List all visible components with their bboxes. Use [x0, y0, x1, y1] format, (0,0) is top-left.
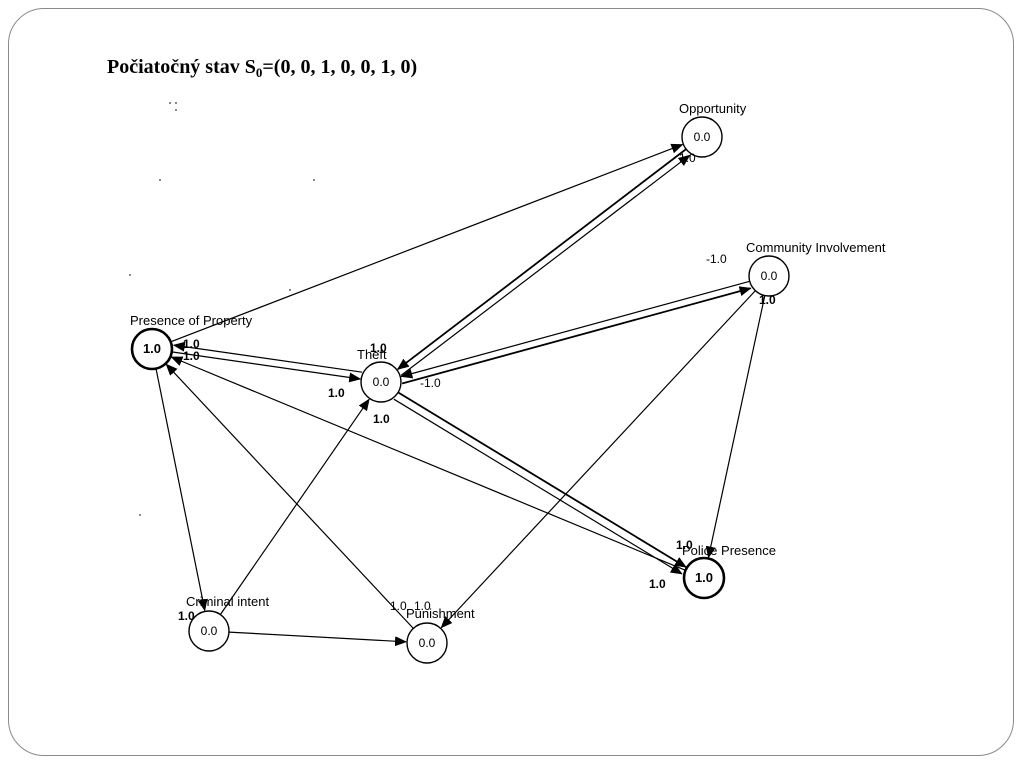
- edge-weight-label: 1.0: [679, 151, 696, 165]
- node-label: Presence of Property: [130, 313, 253, 328]
- edge-theft-to-property: [172, 341, 363, 373]
- title-prefix: Počiatočný stav S: [107, 56, 256, 78]
- scan-speck: [169, 102, 171, 104]
- node-circle: [130, 327, 174, 371]
- node-label: Punishment: [406, 606, 475, 621]
- node-value: 0.0: [761, 269, 778, 283]
- edge-weight-label: -1.0: [420, 376, 441, 390]
- edge-weight-label: -1.0: [706, 252, 727, 266]
- edge-intent-to-theft: [219, 398, 370, 615]
- node-property[interactable]: 1.0 Presence of Property: [130, 313, 253, 371]
- edge-weight-label: 1.0: [759, 293, 776, 307]
- edge-punishment-to-property: [165, 363, 414, 629]
- title-suffix: =(0, 0, 1, 0, 0, 1, 0): [262, 56, 418, 78]
- edges-layer: [155, 143, 766, 647]
- scan-speck: [129, 274, 131, 276]
- edge-weight-label: 1.0: [183, 337, 200, 351]
- node-theft[interactable]: 0.0 Theft: [357, 347, 402, 403]
- node-punishment[interactable]: 0.0 Punishment: [406, 606, 475, 664]
- node-label: Theft: [357, 347, 387, 362]
- edge-weight-label: 1.0: [178, 609, 195, 623]
- node-circle: [360, 361, 402, 403]
- slide-frame: [8, 8, 1014, 756]
- edge-weight-label: 1.0: [390, 599, 407, 613]
- node-community[interactable]: 0.0 Community Involvement: [746, 240, 886, 297]
- node-circle: [188, 610, 230, 652]
- edge-opportunity-to-theft: [396, 148, 687, 371]
- edge-intent-to-punishment: [228, 631, 407, 647]
- edge-weight-label: 1.0: [414, 599, 431, 613]
- scan-speck: [139, 514, 141, 516]
- scan-speck: [289, 289, 291, 291]
- edge-weight-label: 1.0: [373, 412, 390, 426]
- node-value: 0.0: [201, 624, 218, 638]
- title-subscript: 0: [255, 65, 263, 80]
- node-label: Criminal intent: [186, 594, 269, 609]
- scan-speck: [159, 179, 161, 181]
- node-value: 0.0: [419, 636, 436, 650]
- scan-speck: [175, 109, 177, 111]
- edge-theft-to-police: [397, 391, 687, 568]
- edge-theft-to-police: [393, 398, 683, 575]
- node-value: 0.0: [694, 130, 711, 144]
- weights-layer: 1.0-1.01.01.01.01.01.0-1.01.01.01.01.01.…: [178, 151, 776, 623]
- edge-community-to-police: [705, 295, 766, 559]
- edge-property-to-theft: [171, 351, 362, 383]
- node-value: 0.0: [373, 375, 390, 389]
- node-circle: [681, 116, 723, 158]
- edge-property-to-opportunity: [170, 143, 684, 343]
- node-label: Community Involvement: [746, 240, 886, 255]
- scan-speck: [313, 179, 315, 181]
- edge-weight-label: 1.0: [649, 577, 666, 591]
- edge-weight-label: 1.0: [370, 341, 387, 355]
- scan-specks: [129, 102, 315, 516]
- node-circle: [682, 556, 726, 600]
- node-value: 1.0: [143, 341, 161, 356]
- node-label: Opportunity: [679, 101, 747, 116]
- edge-community-to-theft: [400, 280, 750, 379]
- edge-weight-label: 1.0: [183, 349, 200, 363]
- edge-theft-to-community: [401, 286, 752, 385]
- edge-weight-label: 1.0: [676, 538, 693, 552]
- node-label: Police Presence: [682, 543, 776, 558]
- node-circle: [748, 255, 790, 297]
- node-opportunity[interactable]: 0.0 Opportunity: [679, 101, 747, 158]
- edge-theft-to-opportunity: [400, 154, 691, 376]
- scan-speck: [175, 102, 177, 104]
- edge-property-to-intent: [155, 368, 208, 612]
- node-intent[interactable]: 0.0 Criminal intent: [186, 594, 269, 652]
- edge-weight-label: 1.0: [328, 386, 345, 400]
- node-value: 1.0: [695, 570, 713, 585]
- node-police[interactable]: 1.0 Police Presence: [682, 543, 776, 600]
- slide-title: Počiatočný stav S0=(0, 0, 1, 0, 0, 1, 0): [107, 56, 417, 81]
- node-circle: [406, 622, 448, 664]
- edge-community-to-punishment: [440, 290, 756, 629]
- edge-police-to-property: [170, 356, 686, 571]
